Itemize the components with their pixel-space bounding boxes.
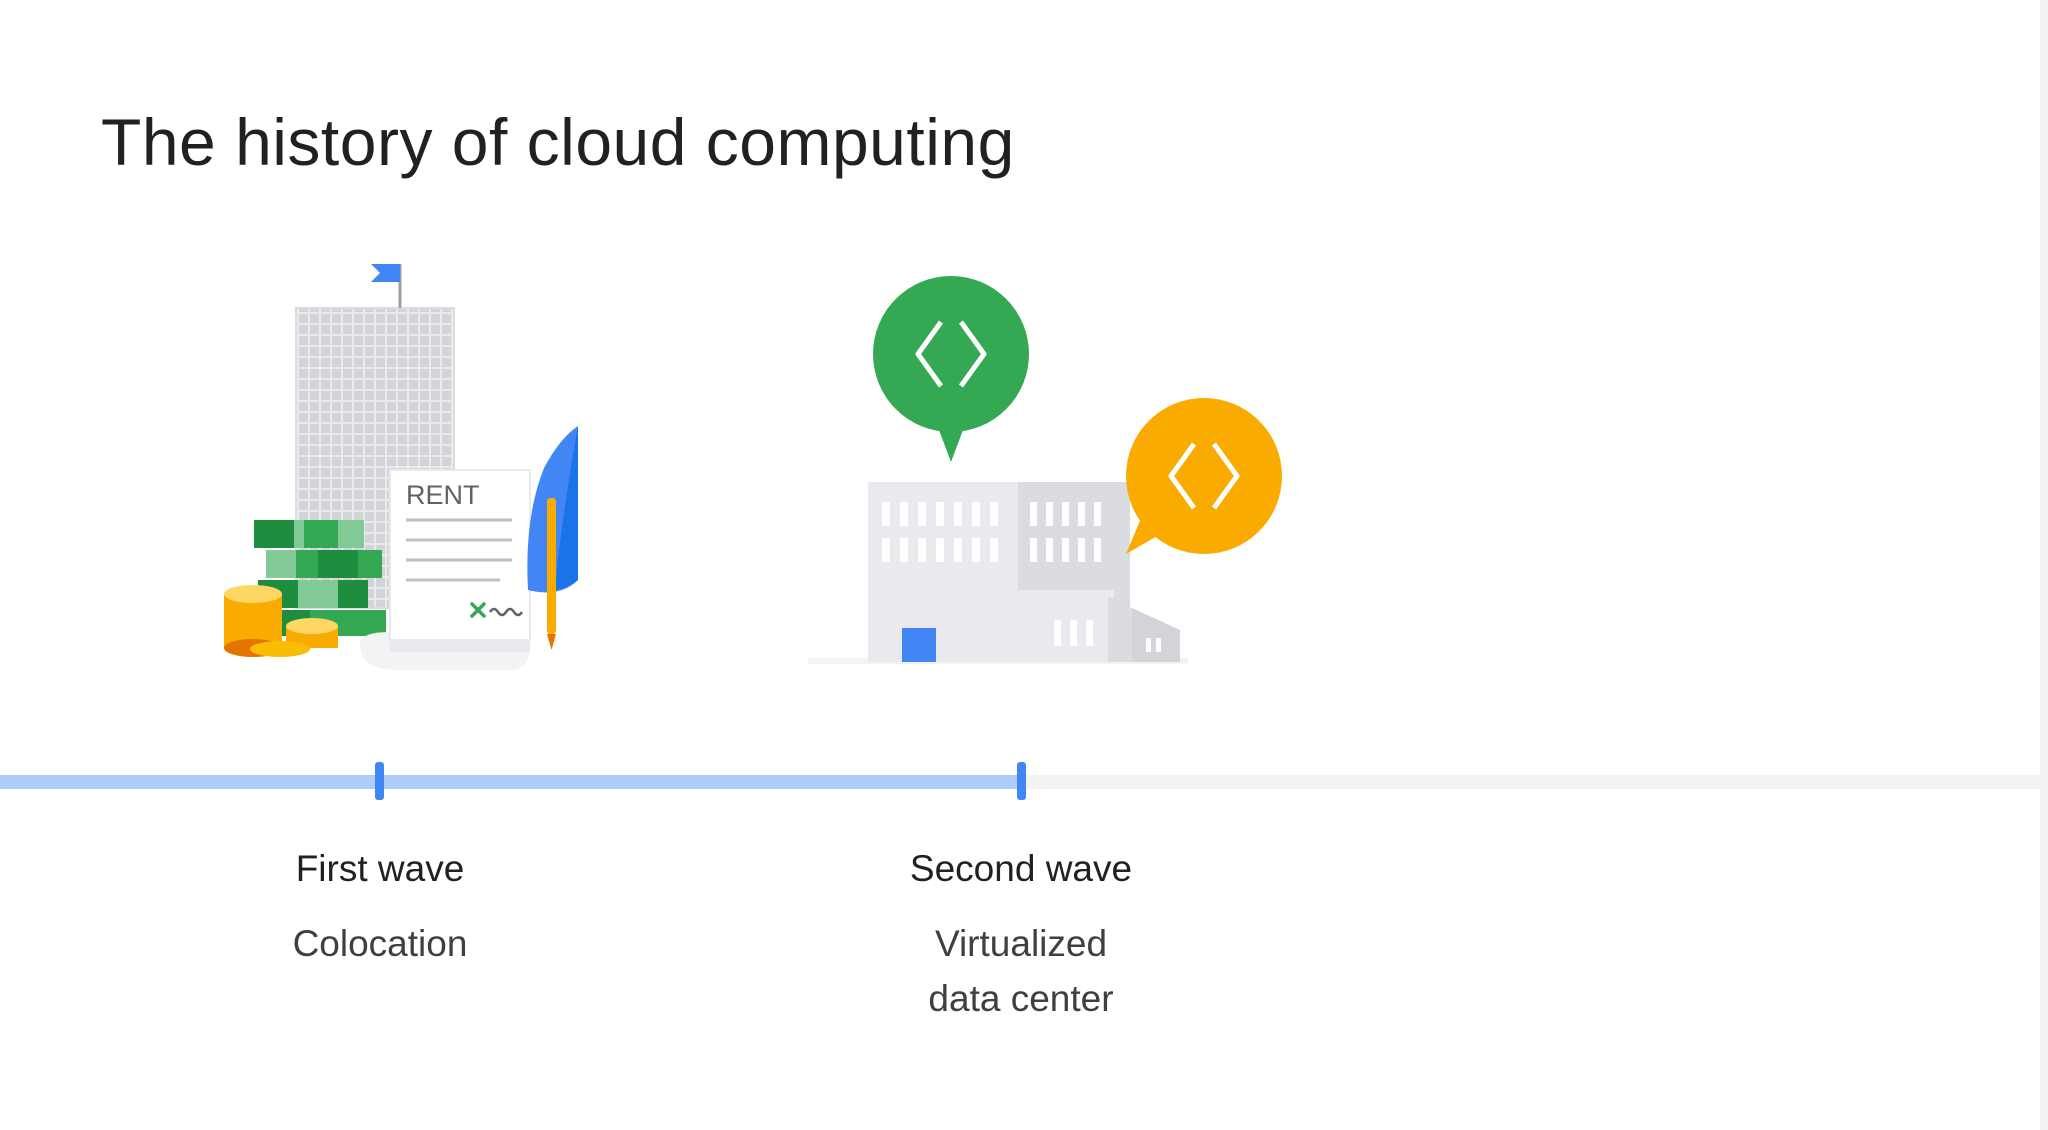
data-center-building-icon: [868, 482, 1180, 662]
first-wave-illustration: RENT: [224, 264, 578, 670]
rent-contract-icon: RENT: [360, 469, 531, 670]
slide-title: The history of cloud computing: [101, 105, 1015, 179]
code-bubble-icon: [1126, 398, 1282, 554]
flag-icon: [371, 264, 402, 308]
second-wave-subtitle: Virtualized data center: [811, 916, 1231, 1026]
first-wave-subtitle: Colocation: [170, 916, 590, 971]
rent-label: RENT: [406, 480, 480, 510]
second-wave-subtitle-line: Virtualized: [934, 923, 1108, 964]
second-wave-subtitle-line: data center: [928, 978, 1114, 1019]
first-wave-title: First wave: [295, 848, 465, 889]
timeline-marker-second-wave: [1017, 762, 1026, 800]
coin-stack-icon: [224, 585, 338, 657]
pen-icon: [527, 426, 578, 650]
second-wave-illustration: [808, 276, 1282, 664]
second-wave-title: Second wave: [909, 848, 1133, 889]
timeline-progress: [0, 775, 1020, 789]
code-bubble-icon: [873, 276, 1029, 462]
slide-right-edge: [2040, 0, 2048, 1130]
timeline: [0, 760, 2040, 808]
timeline-marker-first-wave: [375, 762, 384, 800]
first-wave-subtitle-line: Colocation: [292, 923, 468, 964]
